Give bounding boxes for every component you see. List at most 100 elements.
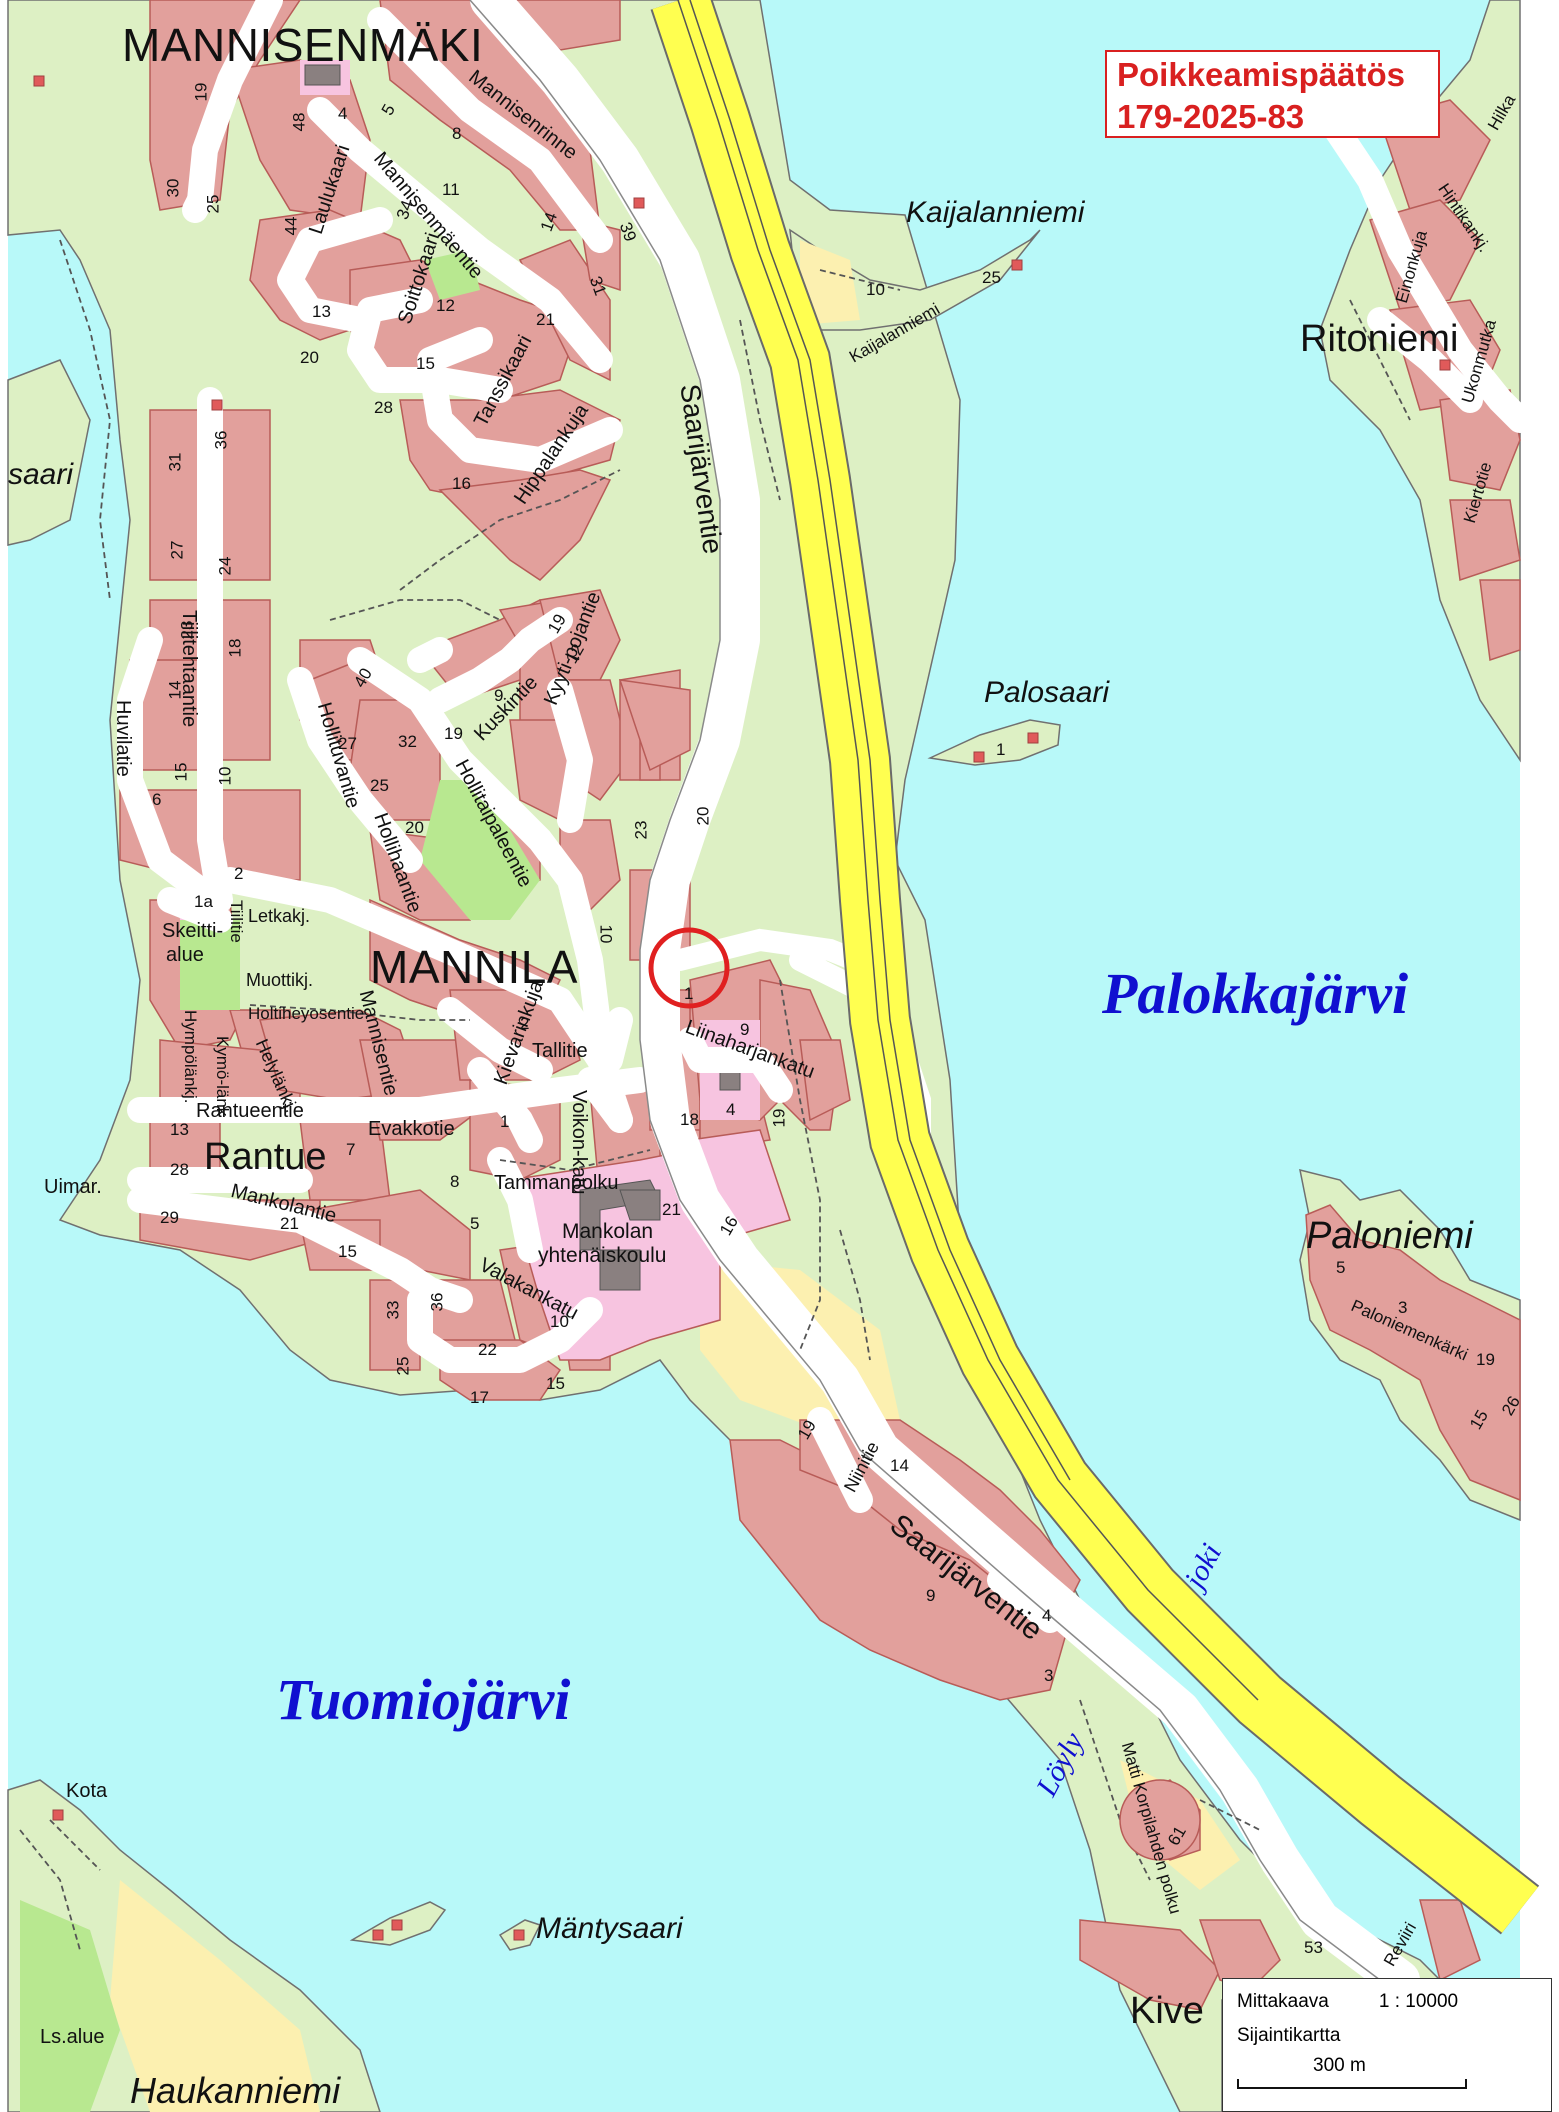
place-skeitti-1: Skeitti- [162,920,224,942]
haukanniemi-sand [110,1880,320,2112]
area-haukanniemi: Haukanniemi [130,2070,341,2111]
place-lsalue: Ls.alue [40,2026,105,2048]
island-kaijalanniemi: Kaijalanniemi [906,196,1085,229]
decision-title: Poikkeamispäätös [1117,56,1405,93]
house-number: 3 [1044,1666,1054,1685]
house-number: 21 [662,1200,681,1219]
lake-tuomiojarvi: Tuomiojärvi [276,1667,571,1732]
house-number: 23 [631,820,651,840]
house-number: 1 [684,984,694,1003]
house-number: 27 [167,540,187,560]
island-mantysaari: Mäntysaari [536,1912,683,1945]
road-evakkotie[interactable]: Evakkotie [368,1118,455,1140]
palosaari-island [927,719,1061,766]
house-number: 10 [596,924,616,944]
house-number: 48 [289,112,309,132]
house-number: 2 [520,1014,530,1033]
house-number: 20 [300,348,319,367]
minor-roads[interactable] [117,0,1533,1633]
area-rantue: Rantue [204,1136,327,1178]
house-number: 25 [370,776,389,795]
legend-scale-label: Mittakaava [1237,1991,1329,2012]
house-number: 15 [416,354,435,373]
house-number: 5 [1336,1258,1346,1277]
road-rantueentie[interactable]: Rantueentie [196,1100,304,1122]
house-number: 20 [693,806,713,826]
legend-scale-value: 1 : 10000 [1378,1991,1459,2012]
house-number: 28 [170,1160,189,1179]
house-number: 21 [536,310,555,329]
house-number: 31 [165,452,185,472]
place-school-2: yhtenäiskoulu [538,1244,667,1267]
place-uimar: Uimar. [44,1176,102,1198]
house-number: 25 [203,194,223,214]
lot-61 [1119,1779,1201,1861]
house-number: 3 [1398,1298,1408,1317]
house-number: 23 [177,620,197,640]
house-number: 15 [171,762,191,782]
house-number: 18 [680,1110,699,1129]
motorway-centerline-2 [689,0,1071,1481]
house-number: 15 [338,1242,357,1261]
house-number: 7 [346,1140,356,1159]
house-number: 1 [500,1112,510,1131]
area-kive: Kive [1130,1990,1204,2032]
house-number: 1a [194,892,213,911]
house-number: 30 [163,178,183,198]
house-number: 53 [1304,1938,1323,1957]
road-huvilatie[interactable]: Huvilatie [112,700,134,777]
road-tiilitie[interactable]: Tiilitie [227,900,246,943]
legend-scale-row: Mittakaava 1 : 10000 [1237,1991,1537,2025]
road-tallitie[interactable]: Tallitie [532,1040,588,1062]
road-muottikj[interactable]: Muottikj. [246,970,314,990]
house-number: 8 [450,1172,460,1191]
house-number: 20 [405,818,424,837]
house-number: 25 [982,268,1001,287]
saarijarventie-edge [469,0,1381,1981]
house-number: 14 [165,680,185,700]
house-number: 4 [726,1100,736,1119]
point-markers [33,75,1451,1941]
decision-box: Poikkeamispäätös 179-2025-83 [1105,50,1440,138]
haukanniemi-park [20,1900,120,2112]
house-number: 4 [1042,1606,1052,1625]
house-number: 36 [211,430,231,450]
house-number: 28 [374,398,393,417]
house-number: 9 [494,686,504,705]
house-number: 32 [398,732,417,751]
road-letkakj[interactable]: Letkakj. [248,906,311,926]
house-number: 4 [338,104,348,123]
house-number: 6 [152,790,162,809]
saarijarventie-road[interactable] [470,0,1420,2000]
motorway[interactable] [652,0,1538,1933]
house-number: 10 [866,280,885,299]
house-number: 2 [234,864,244,883]
decision-site-marker[interactable] [648,927,730,1009]
legend-map-type: Sijaintikartta [1237,2025,1341,2046]
house-number: 9 [740,1020,750,1039]
place-kota: Kota [66,1780,108,1802]
area-paloniemi: Paloniemi [1306,1215,1473,1257]
house-number: 5 [470,1214,480,1233]
house-number: 10 [215,766,235,786]
house-number: 10 [550,1312,569,1331]
house-number: 18 [225,638,245,658]
house-number: 13 [170,1120,189,1139]
paloniemi-lots [1305,1204,1521,1502]
place-school-1: Mankolan [562,1220,654,1243]
house-number: 21 [280,1214,299,1233]
motorway-centerline [677,0,1259,1701]
kaijalanniemi-sand [800,240,860,325]
road-hympolankj[interactable]: Hympölänkj. [181,1010,200,1104]
road-holtiheyosentie[interactable]: Holtiheyosentie [248,1004,365,1023]
house-number: 25 [393,1356,413,1376]
house-number: 19 [191,82,211,102]
area-ritoniemi: Ritoniemi [1300,318,1459,360]
scale-bar [1237,2079,1467,2089]
road-tammanpolku[interactable]: Tammanpolku [494,1172,619,1194]
house-number: 44 [281,216,301,236]
road-kymolank[interactable]: Kymö-länk [213,1036,232,1117]
island-west-saari: saari [8,458,74,491]
